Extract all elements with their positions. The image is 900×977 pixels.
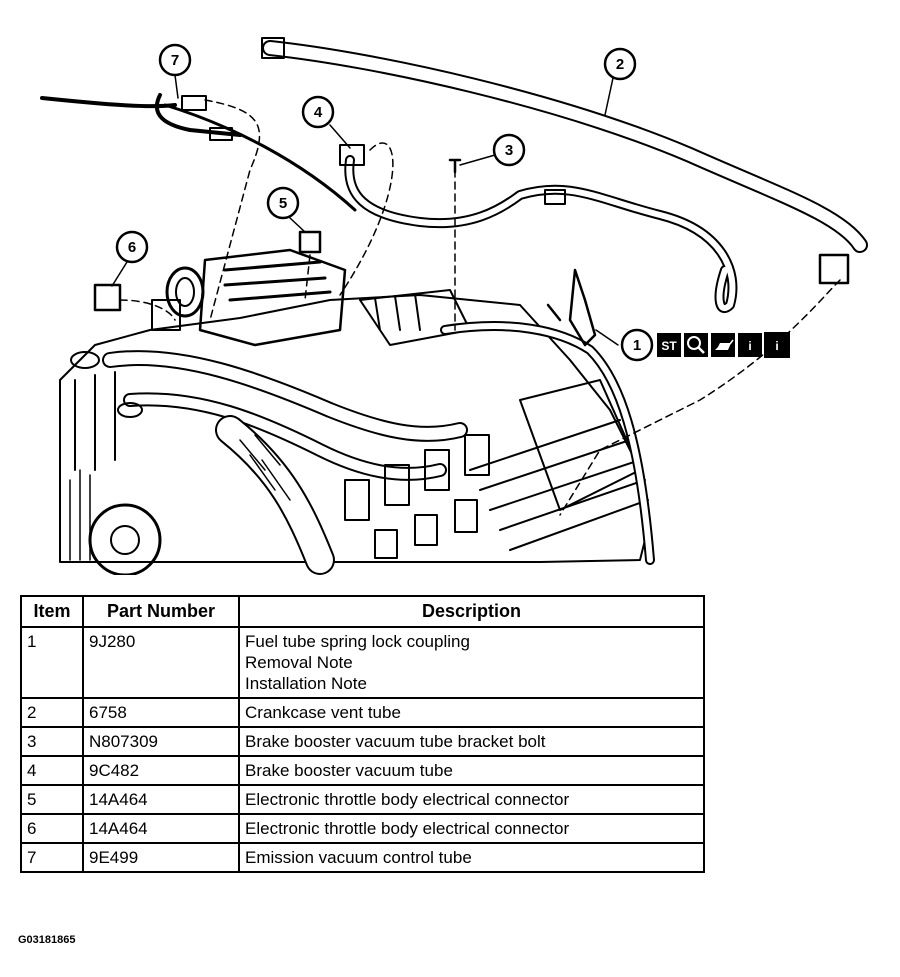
- bracket-bolt: [448, 158, 462, 174]
- item-number: 3: [20, 726, 84, 757]
- item-number: 1: [20, 626, 84, 699]
- header-description: Description: [238, 595, 705, 628]
- callout-4: 4: [301, 95, 335, 129]
- svg-text:6: 6: [128, 239, 136, 256]
- svg-text:i: i: [748, 339, 751, 353]
- connector-6: [93, 283, 122, 312]
- callout-5: 5: [266, 186, 300, 220]
- item-number: 2: [20, 697, 84, 728]
- description-line: Brake booster vacuum tube bracket bolt: [245, 732, 546, 751]
- figure-code: G03181865: [18, 934, 76, 946]
- throttle-body: [151, 248, 347, 347]
- emission-vacuum-control-tube: [40, 93, 357, 212]
- description-line: Crankcase vent tube: [245, 703, 401, 722]
- part-number: 6758: [82, 697, 240, 728]
- callout-2: 2: [603, 47, 637, 81]
- callout-leaders: [111, 74, 619, 346]
- crankcase-vent-tube: [261, 37, 868, 285]
- item-number: 7: [20, 842, 84, 873]
- leader-lines: [119, 99, 841, 516]
- description: Brake booster vacuum tube: [238, 755, 705, 786]
- description: Electronic throttle body electrical conn…: [238, 784, 705, 815]
- description-line: Electronic throttle body electrical conn…: [245, 790, 570, 809]
- description-line: Removal Note: [245, 653, 353, 672]
- info-icon: i: [738, 333, 762, 357]
- header-part-number: Part Number: [82, 595, 240, 628]
- svg-text:7: 7: [171, 52, 179, 69]
- description-line: Brake booster vacuum tube: [245, 761, 453, 780]
- description: Brake booster vacuum tube bracket bolt: [238, 726, 705, 757]
- svg-text:4: 4: [314, 104, 323, 121]
- part-number: 9E499: [82, 842, 240, 873]
- engine-diagram: 7 2 4 3 5 6 1 ST i i: [40, 37, 868, 575]
- svg-text:1: 1: [633, 337, 641, 354]
- special-tool-icon: ST: [657, 333, 681, 357]
- part-number: 9J280: [82, 626, 240, 699]
- part-number: 9C482: [82, 755, 240, 786]
- oil-can-icon: [711, 333, 735, 357]
- item-number: 6: [20, 813, 84, 844]
- part-number: 14A464: [82, 813, 240, 844]
- callout-6: 6: [115, 230, 149, 264]
- description: Electronic throttle body electrical conn…: [238, 813, 705, 844]
- search-icon: [684, 333, 708, 357]
- svg-text:5: 5: [279, 195, 287, 212]
- svg-text:i: i: [775, 339, 778, 353]
- part-number: 14A464: [82, 784, 240, 815]
- item-number: 4: [20, 755, 84, 786]
- callout-1: 1: [620, 328, 654, 362]
- callout-3: 3: [492, 133, 526, 167]
- description-line: Electronic throttle body electrical conn…: [245, 819, 570, 838]
- description: Crankcase vent tube: [238, 697, 705, 728]
- svg-text:3: 3: [505, 142, 513, 159]
- table-header-row: Item Part Number Description: [20, 595, 705, 628]
- connector-5: [298, 230, 322, 254]
- description-line: Emission vacuum control tube: [245, 848, 472, 867]
- svg-text:ST: ST: [661, 339, 677, 353]
- header-item: Item: [20, 595, 84, 628]
- callout-7: 7: [158, 43, 192, 77]
- info-icon-outline: i: [764, 332, 790, 358]
- brake-booster-vacuum-tube: [339, 144, 738, 313]
- description-line: Fuel tube spring lock coupling: [245, 632, 470, 651]
- engine-block: [59, 294, 651, 575]
- item-number: 5: [20, 784, 84, 815]
- svg-text:2: 2: [616, 56, 624, 73]
- part-number: N807309: [82, 726, 240, 757]
- description-line: Installation Note: [245, 674, 367, 693]
- description: Emission vacuum control tube: [238, 842, 705, 873]
